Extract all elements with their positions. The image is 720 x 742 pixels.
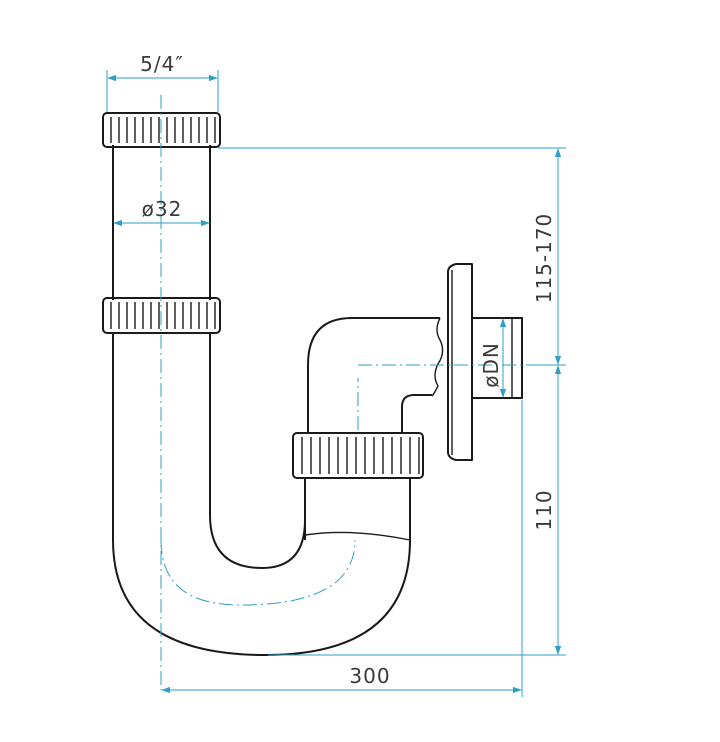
wall-rosette	[447, 263, 523, 461]
label-thread-size: 5/4″	[140, 52, 184, 76]
dimension-dn: øDN	[479, 318, 507, 398]
elbow-pipe	[307, 317, 444, 433]
label-wall-outlet: øDN	[479, 342, 503, 388]
u-bend	[112, 333, 411, 656]
inlet-tube	[112, 145, 211, 300]
dimension-5-4: 5/4″	[106, 52, 219, 112]
dimension-300: 300	[161, 400, 523, 697]
label-tube-diameter: ø32	[142, 197, 183, 221]
dimension-d32: ø32	[113, 197, 210, 227]
label-total-width: 300	[349, 664, 390, 688]
dimension-vertical: 115-170 110	[218, 147, 566, 656]
label-height-range: 115-170	[532, 213, 556, 304]
label-height-lower: 110	[532, 489, 556, 530]
trap-body	[304, 478, 411, 545]
lower-nut	[292, 432, 424, 479]
centre-lines	[160, 95, 540, 690]
